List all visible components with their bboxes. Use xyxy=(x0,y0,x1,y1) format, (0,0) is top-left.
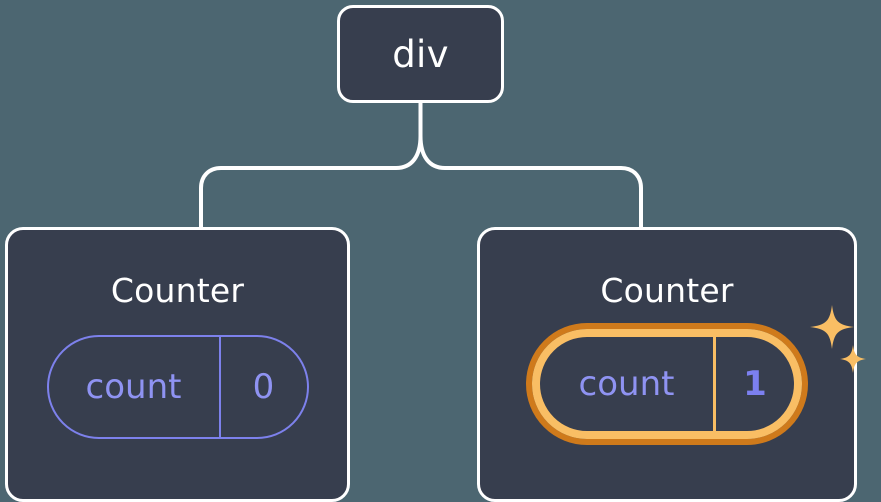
connector-branch-right xyxy=(418,134,643,230)
counter-left-title: Counter xyxy=(110,271,245,310)
sparkle-icon xyxy=(810,305,854,349)
state-pill-inner-ring: count 1 xyxy=(532,329,802,439)
counter-left-state: count 0 xyxy=(46,335,309,439)
counter-right-state: count 1 xyxy=(526,305,866,445)
sparkle-group xyxy=(808,301,870,381)
node-counter-left[interactable]: Counter count 0 xyxy=(5,227,350,502)
node-div[interactable]: div xyxy=(337,5,504,103)
node-div-label: div xyxy=(392,32,449,76)
connector-branch-left xyxy=(199,134,423,230)
state-pill-count-zero[interactable]: count 0 xyxy=(46,335,309,439)
state-key-label: count xyxy=(540,337,716,431)
sparkle-small-icon xyxy=(840,345,866,373)
node-counter-right[interactable]: Counter count 1 xyxy=(477,227,866,502)
counter-right-title: Counter xyxy=(600,271,734,310)
state-pill-count-one[interactable]: count 1 xyxy=(526,323,808,445)
state-key-label: count xyxy=(49,337,221,437)
state-value-label: 0 xyxy=(252,367,275,407)
state-value-label: 1 xyxy=(743,364,767,404)
